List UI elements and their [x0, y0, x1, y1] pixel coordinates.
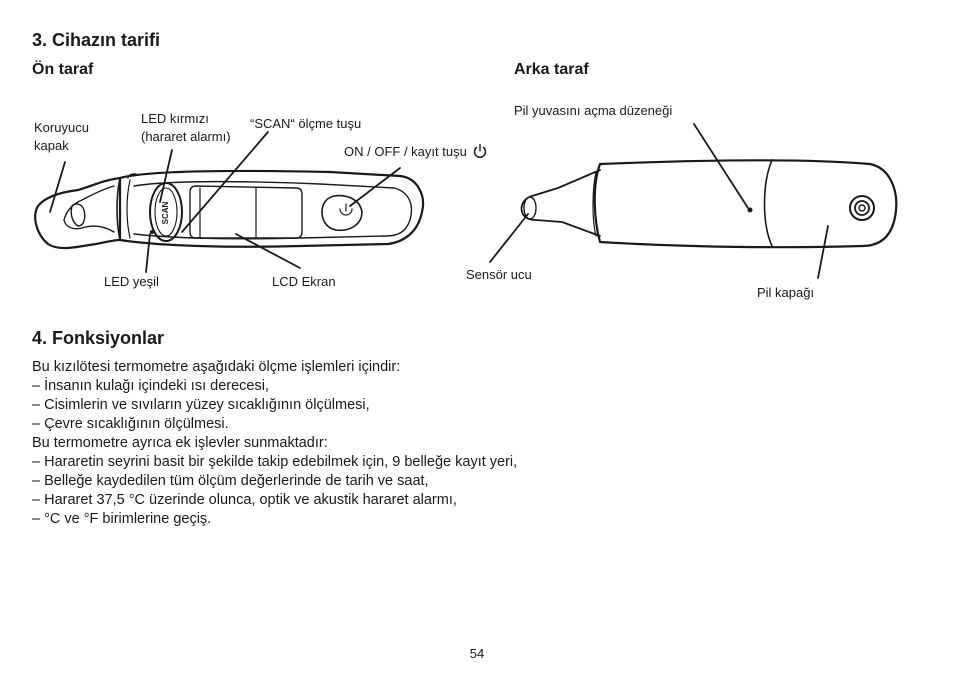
back-side-title: Arka taraf [514, 61, 589, 78]
extra-functions-item: – °C ve °F birimlerine geçiş. [32, 511, 212, 527]
label-led-red: LED kırmızı (hararet alarmı) [141, 110, 231, 146]
page-number: 54 [469, 646, 485, 661]
label-led-red-line2: (hararet alarmı) [141, 129, 231, 144]
power-icon [474, 143, 487, 158]
label-lcd: LCD Ekran [272, 274, 336, 289]
label-protective-cap-line2: kapak [34, 138, 69, 153]
label-onoff-key: ON / OFF / kayıt tuşu [344, 143, 488, 161]
functions-item: – İnsanın kulağı içindeki ısı derecesi, [32, 378, 269, 394]
label-protective-cap-line1: Koruyucu [34, 120, 89, 135]
label-onoff-key-text: ON / OFF / kayıt tuşu [344, 144, 467, 159]
functions-item: – Çevre sıcaklığının ölçülmesi. [32, 416, 229, 432]
label-led-red-line1: LED kırmızı [141, 111, 209, 126]
label-battery-cover: Pil kapağı [757, 285, 815, 300]
functions-item: – Cisimlerin ve sıvıların yüzey sıcaklığ… [32, 397, 370, 413]
front-side-title: Ön taraf [32, 61, 94, 78]
front-view-thermometer [34, 131, 425, 273]
label-scan-key: “SCAN“ ölçme tuşu [250, 116, 362, 131]
functions-intro: Bu kızılötesi termometre aşağıdaki ölçme… [32, 359, 401, 375]
scan-button-label: SCAN [161, 201, 170, 224]
section-3-title: 3. Cihazın tarifi [32, 30, 161, 50]
label-battery-release: Pil yuvasını açma düzeneği [514, 103, 673, 118]
back-view-thermometer [489, 123, 898, 279]
extra-functions-item: – Hararet 37,5 °C üzerinde olunca, optik… [32, 492, 457, 508]
label-led-green: LED yeşil [104, 274, 159, 289]
section-4-title: 4. Fonksiyonlar [32, 328, 165, 348]
extra-functions-item: – Belleğe kaydedilen tüm ölçüm değerleri… [32, 473, 429, 489]
label-sensor-tip: Sensör ucu [466, 267, 532, 282]
extra-functions-item: – Hararetin seyrini basit bir şekilde ta… [32, 454, 518, 470]
extra-functions-intro: Bu termometre ayrıca ek işlevler sunmakt… [32, 435, 328, 451]
label-protective-cap: Koruyucu kapak [34, 119, 89, 155]
functions-text: Bu kızılötesi termometre aşağıdaki ölçme… [32, 358, 517, 529]
